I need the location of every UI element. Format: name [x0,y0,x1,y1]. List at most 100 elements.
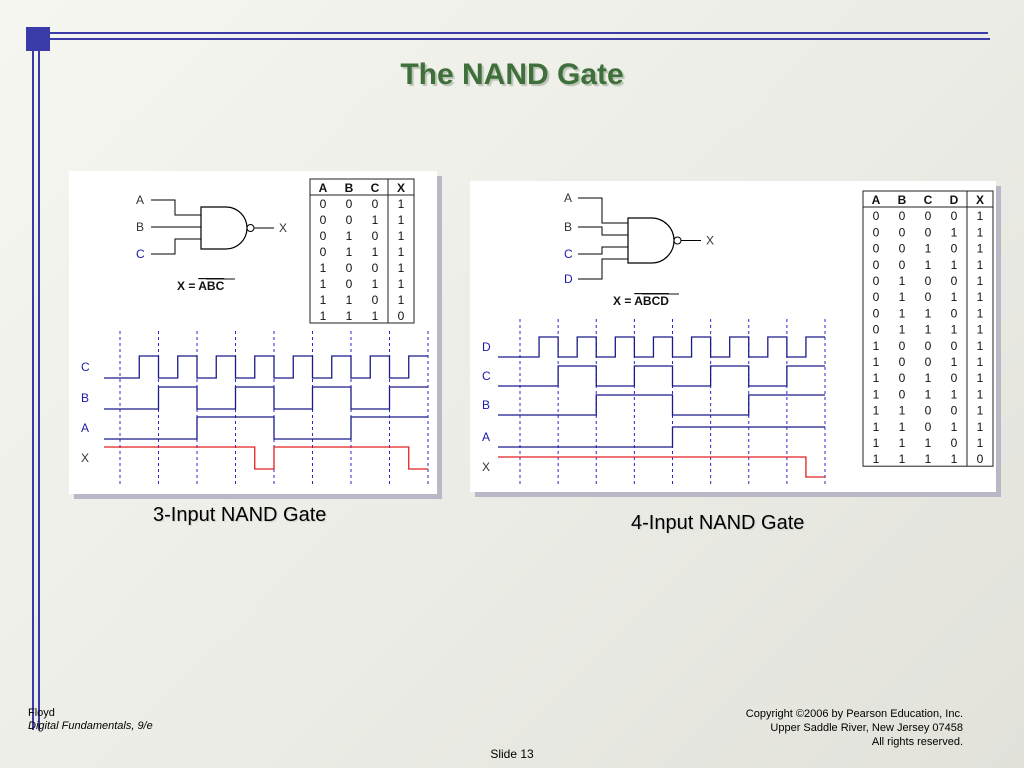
truth-table-header-x: X [976,193,984,207]
truth-table-cell: 1 [398,245,405,259]
truth-table-cell: 1 [320,261,327,275]
waveform-b [104,386,428,410]
gate-input-label-c: C [564,247,573,261]
truth-table-cell: 1 [873,371,880,385]
truth-table-cell: 0 [346,261,353,275]
gate-input-lead-c [578,246,628,255]
top-rule-1 [40,32,988,34]
truth-table-cell: 0 [951,209,958,223]
truth-table-cell: 0 [372,261,379,275]
waveform-label-a: A [81,421,89,435]
truth-table-cell: 0 [925,225,932,239]
gate-input-label-b: B [136,220,144,234]
truth-table-header-x: X [397,181,405,195]
truth-table-cell: 1 [346,229,353,243]
truth-table-cell: 0 [873,242,880,256]
truth-table-cell: 1 [977,274,984,288]
waveform-label-a: A [482,430,490,444]
truth-table-cell: 0 [899,225,906,239]
truth-table-cell: 0 [977,452,984,466]
truth-table-cell: 1 [873,387,880,401]
truth-table-cell: 1 [320,277,327,291]
gate-input-lead-a [578,197,628,224]
truth-table-cell: 0 [899,209,906,223]
truth-table-cell: 1 [873,355,880,369]
truth-table-cell: 1 [925,258,932,272]
truth-table-cell: 0 [925,404,932,418]
truth-table-cell: 1 [899,274,906,288]
truth-table-cell: 0 [320,229,327,243]
truth-table-cell: 0 [346,197,353,211]
truth-table-cell: 1 [398,277,405,291]
truth-table-cell: 1 [977,209,984,223]
waveform-d [498,336,825,358]
truth-table-cell: 1 [951,387,958,401]
left-rule-1 [32,40,34,730]
truth-table-cell: 1 [320,309,327,323]
slide-number: Slide 13 [490,747,534,761]
footer-copyright: Copyright ©2006 by Pearson Education, In… [746,707,963,749]
truth-table-cell: 0 [899,387,906,401]
waveform-b [498,394,825,416]
truth-table [862,190,994,467]
truth-table-cell: 0 [951,274,958,288]
truth-table-cell: 1 [899,404,906,418]
truth-table-cell: 0 [873,290,880,304]
truth-table-cell: 1 [977,225,984,239]
truth-table-cell: 1 [951,420,958,434]
truth-table [309,178,415,324]
truth-table-cell: 0 [398,309,405,323]
gate-input-label-b: B [564,220,572,234]
footer-left: Floyd Digital Fundamentals, 9/e [28,707,153,733]
truth-table-cell: 1 [873,452,880,466]
waveform-c [498,365,825,387]
truth-table-cell: 1 [346,293,353,307]
truth-table-cell: 1 [951,258,958,272]
nand-gate-body [627,217,675,264]
truth-table-cell: 1 [951,452,958,466]
nand-bubble [673,236,682,245]
truth-table-cell: 1 [977,306,984,320]
truth-table-cell: 1 [977,371,984,385]
truth-table-cell: 1 [925,436,932,450]
truth-table-cell: 1 [398,213,405,227]
truth-table-cell: 1 [977,258,984,272]
truth-table-cell: 0 [873,258,880,272]
truth-table-cell: 0 [372,197,379,211]
gate-output-label: X [706,234,714,248]
truth-table-header-d: D [950,193,959,207]
truth-table-header-b: B [345,181,354,195]
truth-table-cell: 0 [372,229,379,243]
truth-table-cell: 0 [899,339,906,353]
truth-table-cell: 0 [951,436,958,450]
truth-table-cell: 0 [925,290,932,304]
truth-table-cell: 1 [925,371,932,385]
truth-table-cell: 1 [873,339,880,353]
waveform-label-d: D [482,340,491,354]
truth-table-cell: 1 [977,242,984,256]
truth-table-cell: 1 [899,306,906,320]
gate-expression: X = ABC [177,279,225,293]
truth-table-cell: 1 [925,306,932,320]
truth-table-cell: 1 [951,323,958,337]
truth-table-cell: 1 [899,420,906,434]
truth-table-cell: 0 [951,306,958,320]
waveform-a [498,426,825,448]
truth-table-cell: 0 [925,274,932,288]
truth-table-header-c: C [924,193,933,207]
nand-bubble [246,224,255,232]
gate-input-label-a: A [564,191,572,205]
truth-table-cell: 0 [925,355,932,369]
truth-table-cell: 0 [873,209,880,223]
waveform-label-b: B [81,391,89,405]
truth-table-cell: 1 [899,323,906,337]
waveform-a [104,416,428,440]
caption-4-input: 4-Input NAND Gate [631,512,805,534]
waveform-label-x: X [81,451,89,465]
truth-table-cell: 0 [951,371,958,385]
truth-table-cell: 0 [346,213,353,227]
waveform-label-x: X [482,460,490,474]
truth-table-header-a: A [319,181,328,195]
truth-table-cell: 0 [320,197,327,211]
copyright-line-2: Upper Saddle River, New Jersey 07458 [770,722,963,734]
